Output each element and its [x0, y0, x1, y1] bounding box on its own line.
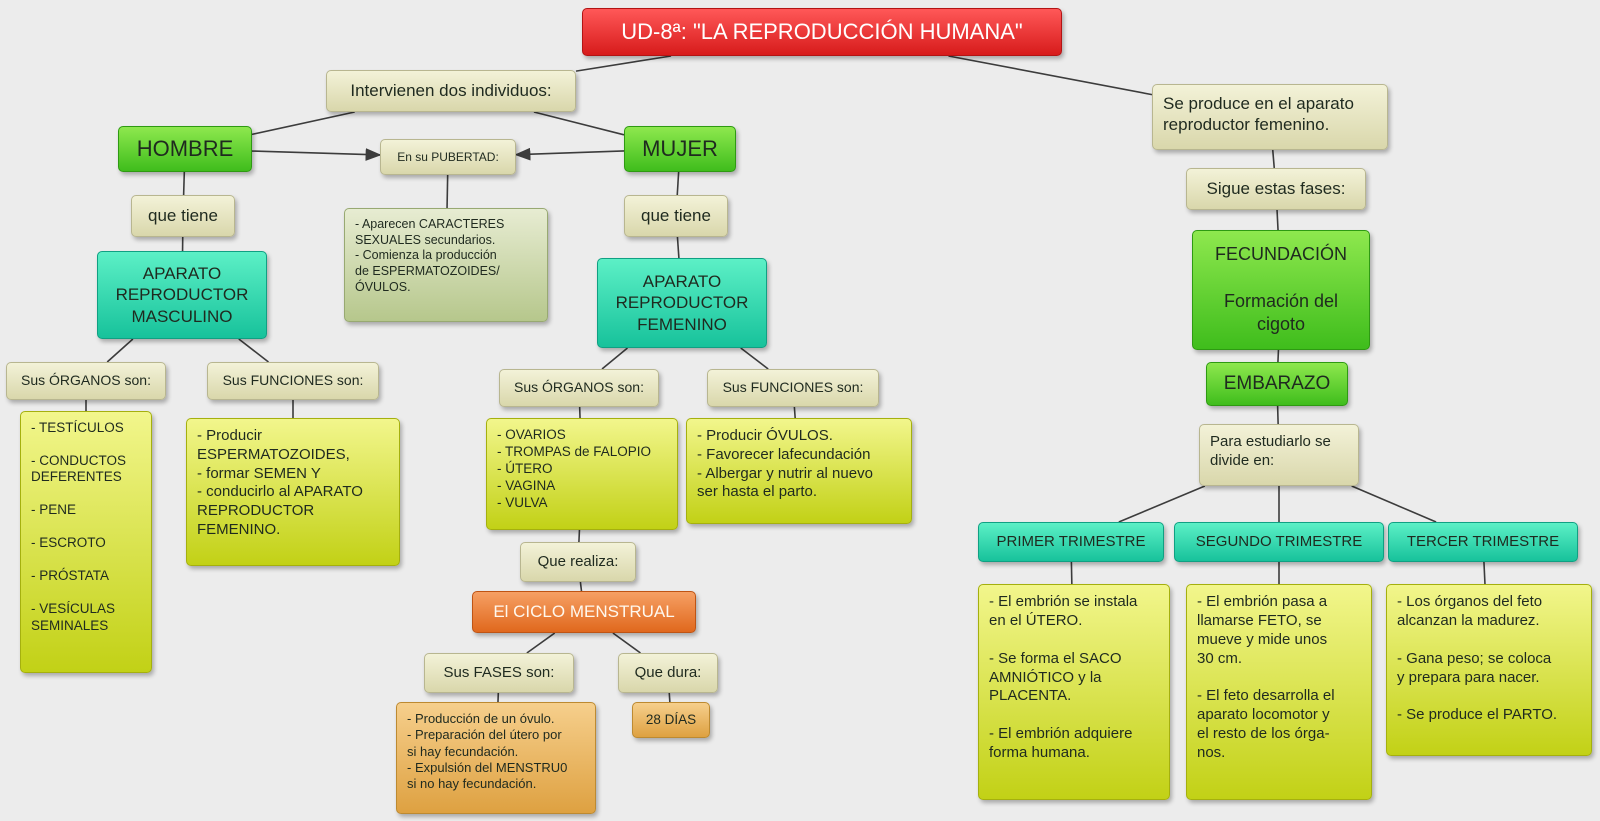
organos-hombre-node: Sus ÓRGANOS son: — [6, 362, 166, 400]
connector-aparato_fem-organos_m — [601, 347, 628, 370]
connector-que_dura-dias — [668, 692, 671, 703]
que-realiza-node: Que realiza: — [520, 542, 636, 582]
primer-trimestre-descripcion: - El embrión se instala en el ÚTERO. - S… — [978, 584, 1170, 800]
aparato-masculino-node: APARATO REPRODUCTOR MASCULINO — [97, 251, 267, 339]
connector-embarazo-para_estudiarlo — [1276, 405, 1279, 425]
connector-aparato_fem-funciones_m — [740, 347, 769, 370]
sigue-fases-node: Sigue estas fases: — [1186, 168, 1366, 210]
connector-title-se_produce — [948, 55, 1153, 96]
funciones-mujer-node: Sus FUNCIONES son: — [707, 369, 879, 407]
connector-tercer-desc_tercer — [1483, 561, 1486, 585]
connector-sigue_fases-fecundacion — [1276, 209, 1279, 231]
segundo-trimestre-node: SEGUNDO TRIMESTRE — [1174, 522, 1384, 562]
organos-mujer-node: Sus ÓRGANOS son: — [499, 369, 659, 407]
que-tiene-mujer-node: que tiene — [624, 195, 728, 237]
embarazo-node: EMBARAZO — [1206, 362, 1348, 406]
connector-intervienen-mujer — [533, 111, 625, 136]
duracion-dias-node: 28 DÍAS — [632, 702, 710, 738]
tercer-trimestre-node: TERCER TRIMESTRE — [1388, 522, 1578, 562]
mujer-node: MUJER — [624, 126, 736, 172]
fecundacion-node: FECUNDACIÓN Formación del cigoto — [1192, 230, 1370, 350]
lista-organos-mujer-node: - OVARIOS - TROMPAS de FALOPIO - ÚTERO -… — [486, 418, 678, 530]
se-produce-node: Se produce en el aparato reproductor fem… — [1152, 84, 1388, 150]
tercer-trimestre-descripcion: - Los órganos del feto alcanzan la madur… — [1386, 584, 1592, 756]
connector-que_tiene_m-aparato_fem — [676, 236, 680, 259]
connector-para_estudiarlo-primer — [1118, 485, 1206, 523]
connector-mujer-pubertad — [514, 147, 625, 161]
connector-hombre-que_tiene_h — [182, 171, 186, 196]
aparato-femenino-node: APARATO REPRODUCTOR FEMENINO — [597, 258, 767, 348]
lista-funciones-mujer-node: - Producir ÓVULOS. - Favorecer lafecunda… — [686, 418, 912, 524]
pubertad-node: En su PUBERTAD: — [380, 139, 516, 175]
connector-ciclo-que_dura — [612, 632, 641, 654]
funciones-hombre-node: Sus FUNCIONES son: — [207, 362, 379, 400]
connector-que_realiza-ciclo — [579, 581, 583, 592]
connector-intervienen-hombre — [251, 111, 355, 136]
connector-pubertad-caracteres — [446, 174, 449, 209]
connector-aparato_masc-funciones_h — [238, 338, 269, 363]
connector-lista_organos_m-que_realiza — [578, 529, 581, 543]
connector-aparato_masc-organos_h — [106, 338, 134, 363]
title-node: UD-8ª: "LA REPRODUCCIÓN HUMANA" — [582, 8, 1062, 56]
segundo-trimestre-descripcion: - El embrión pasa a llamarse FETO, se mu… — [1186, 584, 1372, 800]
que-tiene-hombre-node: que tiene — [131, 195, 235, 237]
lista-organos-hombre-node: - TESTÍCULOS - CONDUCTOS DEFERENTES - PE… — [20, 411, 152, 673]
connector-title-intervienen — [575, 55, 672, 72]
primer-trimestre-node: PRIMER TRIMESTRE — [978, 522, 1164, 562]
hombre-node: HOMBRE — [118, 126, 252, 172]
que-dura-node: Que dura: — [618, 653, 718, 693]
caracteres-node: - Aparecen CARACTERES SEXUALES secundari… — [344, 208, 548, 322]
fases-node: Sus FASES son: — [424, 653, 574, 693]
connector-funciones_m-lista_funciones_m — [793, 406, 796, 419]
para-estudiarlo-node: Para estudiarlo se divide en: — [1199, 424, 1359, 486]
lista-funciones-hombre-node: - Producir ESPERMATOZOIDES, - formar SEM… — [186, 418, 400, 566]
connector-hombre-pubertad — [251, 148, 382, 161]
connector-ciclo-fases — [526, 632, 556, 654]
connector-mujer-que_tiene_m — [676, 171, 680, 196]
ciclo-menstrual-node: El CICLO MENSTRUAL — [472, 591, 696, 633]
connector-para_estudiarlo-tercer — [1351, 485, 1437, 523]
connector-se_produce-sigue_fases — [1271, 149, 1276, 169]
lista-fases-node: - Producción de un óvulo. - Preparación … — [396, 702, 596, 814]
connector-fecundacion-embarazo — [1277, 349, 1280, 363]
intervienen-node: Intervienen dos individuos: — [326, 70, 576, 112]
